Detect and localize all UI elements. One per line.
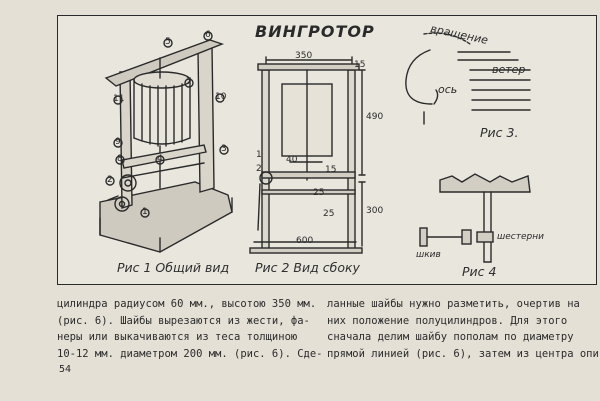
- fig1-label: 3: [221, 144, 227, 154]
- fig2-dim-top-right: 15: [354, 60, 366, 70]
- fig1-general-view: [99, 31, 233, 253]
- figure-title: ВИНГРОТОР: [255, 22, 375, 41]
- text-line: (рис. 6). Шайбы вырезаются из жести, фа-: [57, 314, 310, 327]
- fig1-label: 11: [113, 94, 125, 104]
- fig1-label: 1: [142, 207, 148, 217]
- fig4-gears-detail: [419, 173, 531, 263]
- text-line: ланные шайбы нужно разметить, очертив на: [327, 298, 580, 310]
- fig3-top-view: [405, 32, 531, 125]
- fig1-caption: Рис 1 Общий вид: [117, 260, 230, 275]
- fig1-label: 2: [107, 175, 113, 185]
- fig1-label: 9: [115, 137, 121, 147]
- text-line: неры или выкачиваются из теса толщиною: [57, 331, 298, 343]
- text-line: них положение полуцилиндров. Для этого: [327, 314, 568, 327]
- fig2-dim-height-upper: 490: [366, 112, 384, 122]
- fig1-label: 4: [157, 154, 163, 164]
- fig2-dim-angle-b: 25: [323, 209, 335, 219]
- page-number: 54: [59, 364, 72, 375]
- text-line: сначала делим шайбу пополам по диаметру: [327, 331, 574, 343]
- fig2-dim-top-width: 350: [295, 51, 313, 61]
- text-line: прямой линией (рис. 6), затем из центра …: [327, 347, 600, 360]
- fig1-label: 7: [186, 77, 192, 87]
- fig1-label: 6: [205, 30, 211, 40]
- text-line: цилиндра радиусом 60 мм., высотою 350 мм…: [57, 298, 317, 310]
- fig2-dim-height-lower: 300: [366, 206, 384, 216]
- text-line: 10-12 мм. диаметром 200 мм. (рис. 6). Сд…: [57, 347, 323, 360]
- fig3-wind-label: ветер: [492, 63, 526, 76]
- fig1-label: 8: [117, 154, 123, 164]
- fig4-gears-label: шестерни: [497, 232, 544, 242]
- fig4-caption: Рис 4: [462, 264, 497, 279]
- fig2-left-mark: 1: [256, 150, 262, 160]
- right-column: ланные шайбы нужно разметить, очертив на…: [327, 296, 600, 362]
- fig2-caption: Рис 2 Вид сбоку: [255, 260, 360, 275]
- fig2-side-view: [249, 56, 366, 254]
- fig2-left-mark: 2: [256, 164, 262, 174]
- fig1-label: 5: [165, 37, 171, 47]
- fig2-dim-base-width: 600: [296, 236, 314, 246]
- fig1-label: 10: [215, 92, 227, 102]
- fig3-axis-label: ось: [438, 83, 458, 96]
- left-column: цилиндра радиусом 60 мм., высотою 350 мм…: [57, 296, 323, 362]
- fig2-dim-gap-right: 15: [325, 165, 337, 175]
- fig3-caption: Рис 3.: [480, 125, 519, 140]
- fig2-dim-angle-a: 25: [313, 188, 325, 198]
- fig4-pulley-label: шкив: [416, 250, 441, 260]
- fig2-dim-gap: 40: [286, 155, 298, 165]
